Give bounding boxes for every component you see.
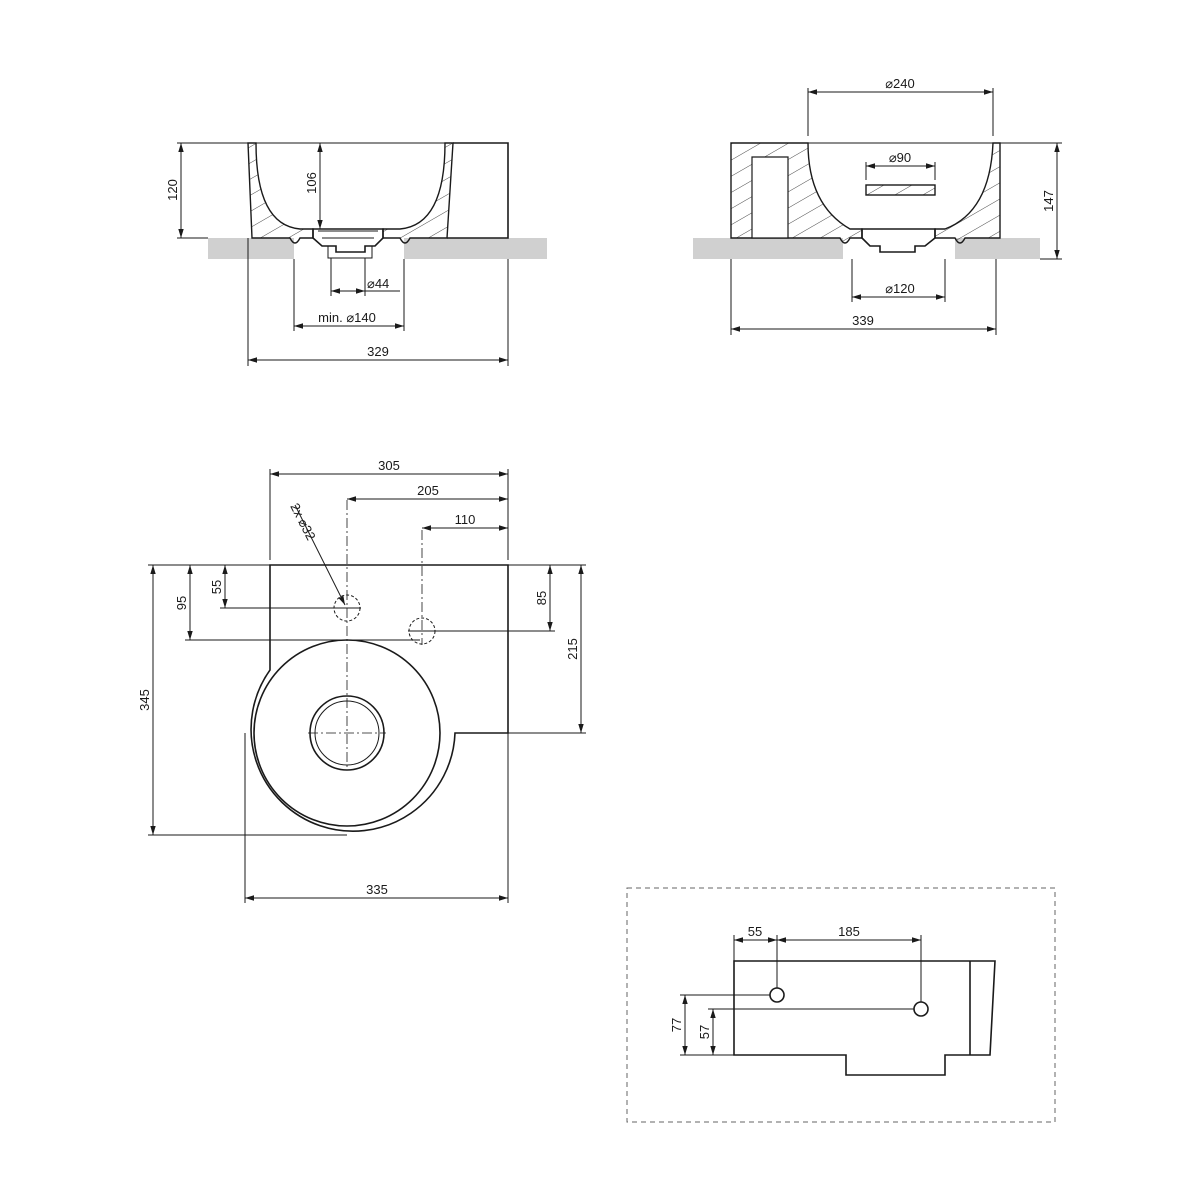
- dim-waste-44-label: ⌀44: [367, 276, 389, 291]
- countertop-left: [208, 238, 294, 259]
- dim-offset-55-label: 55: [748, 924, 762, 939]
- rear-view: 55 185 77 57: [626, 887, 1056, 1123]
- dim-y-85-label: 85: [534, 591, 549, 605]
- waste-outlet: [861, 228, 936, 253]
- dim-width-335-label: 335: [366, 882, 388, 897]
- dim-spacing-185-label: 185: [838, 924, 860, 939]
- dim-flange-120-label: ⌀120: [885, 281, 915, 296]
- dim-bowl-240-label: ⌀240: [885, 76, 915, 91]
- basin-body-left: [730, 142, 863, 244]
- basin-wall-left: [247, 142, 314, 244]
- dim-depth-339-label: 339: [852, 313, 874, 328]
- waste-outlet: [312, 228, 384, 253]
- dim-offset-110-label: 110: [455, 512, 476, 527]
- basin-wall-right: [382, 142, 454, 244]
- dim-width-329-label: 329: [367, 344, 389, 359]
- side-section-view: ⌀240 ⌀90 147 ⌀120 339: [693, 76, 1062, 335]
- dim-depth-345-label: 345: [137, 689, 152, 711]
- front-section-view: 120 106 ⌀44 min. ⌀140 329: [165, 142, 547, 366]
- dim-y-95-label: 95: [174, 596, 189, 610]
- dim-offset-205-label: 205: [417, 483, 439, 498]
- countertop-right: [955, 238, 1040, 259]
- wall-hole-2: [913, 1001, 929, 1017]
- basin-back-edge: [447, 142, 509, 239]
- dim-height-147-label: 147: [1041, 190, 1056, 212]
- overflow-slot: [865, 184, 936, 196]
- dim-width-305-label: 305: [378, 458, 400, 473]
- dim-height-77-label: 77: [669, 1018, 684, 1032]
- overflow-channel: [751, 156, 789, 239]
- wall-hole-1: [769, 987, 785, 1003]
- countertop-right: [404, 238, 547, 259]
- dim-depth-106-label: 106: [304, 172, 319, 194]
- leader-tap-holes: [294, 504, 346, 606]
- dim-overflow-90-label: ⌀90: [889, 150, 911, 165]
- dim-height-120-label: 120: [165, 179, 180, 201]
- plan-view: 305 205 110 2x ⌀32 55 95 85 215 345 335: [137, 458, 586, 903]
- basin-wall-right: [934, 142, 1001, 244]
- basin-outline: [250, 564, 509, 832]
- dim-y-215-label: 215: [565, 638, 580, 660]
- countertop-left: [693, 238, 843, 259]
- tap-holes-label: 2x ⌀32: [287, 501, 318, 543]
- dim-y-55-label: 55: [209, 580, 224, 594]
- dim-cutout-140-label: min. ⌀140: [318, 310, 376, 325]
- rear-view-frame: [626, 887, 1056, 1123]
- dim-height-57-label: 57: [697, 1025, 712, 1039]
- waste-insert: [318, 230, 378, 259]
- basin-rear-outline: [733, 960, 996, 1076]
